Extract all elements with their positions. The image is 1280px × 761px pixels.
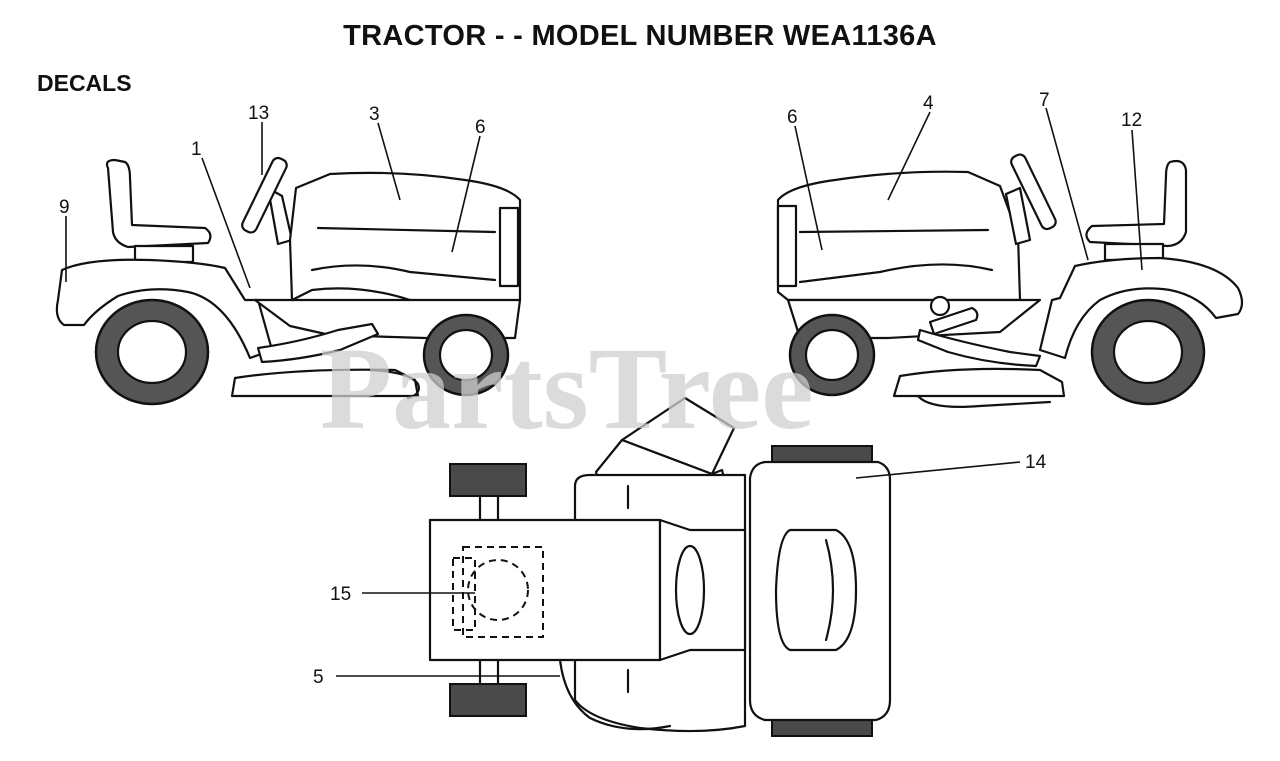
leader-7 xyxy=(1045,107,1089,261)
top-view-tractor xyxy=(428,396,892,737)
callout-12: 12 xyxy=(1121,110,1142,131)
right-hood-grille-line xyxy=(798,263,994,284)
callout-5: 5 xyxy=(313,667,324,688)
right-grille xyxy=(776,204,798,288)
right-seat xyxy=(1085,159,1188,248)
left-rear-fender xyxy=(55,258,274,360)
watermark-text: PartsTree xyxy=(320,323,814,454)
callout-6-right: 6 xyxy=(787,107,798,128)
left-front-rim xyxy=(438,328,494,382)
right-foot-pedal xyxy=(916,328,1042,368)
leader-6-right xyxy=(794,125,823,251)
right-steering-column xyxy=(1004,186,1032,246)
top-decal-outline-circle xyxy=(467,559,529,621)
top-discharge-curve xyxy=(558,658,672,731)
left-foot-pedal xyxy=(256,322,380,364)
top-front-axle-posts xyxy=(478,494,500,686)
right-hood-seam xyxy=(798,228,990,234)
callout-6-left: 6 xyxy=(475,117,486,138)
top-front-tire-upper xyxy=(449,463,527,497)
right-deck-chute xyxy=(916,394,1052,408)
left-seat xyxy=(105,158,212,249)
right-rear-fender xyxy=(1038,256,1244,360)
right-rear-rim xyxy=(1112,319,1184,385)
top-seat-cushion xyxy=(774,528,858,652)
callout-14: 14 xyxy=(1025,452,1047,473)
leader-6-left xyxy=(451,135,481,253)
left-hood-seam xyxy=(316,226,497,234)
left-deck-chute xyxy=(368,368,420,400)
left-rear-rim xyxy=(116,319,188,385)
top-front-tire-lower xyxy=(449,683,527,717)
leader-1 xyxy=(201,157,251,289)
callout-15: 15 xyxy=(330,584,351,605)
right-mower-deck xyxy=(892,367,1066,398)
callout-3: 3 xyxy=(369,104,380,125)
callout-7: 7 xyxy=(1039,90,1050,111)
callout-1: 1 xyxy=(191,139,202,160)
right-hood xyxy=(776,170,1022,302)
right-lever-knob xyxy=(929,295,951,317)
callout-13: 13 xyxy=(248,103,269,124)
top-seat-crease xyxy=(824,538,835,642)
section-heading: DECALS xyxy=(37,70,132,96)
page-title: TRACTOR - - MODEL NUMBER WEA1136A xyxy=(343,20,937,52)
leader-14 xyxy=(855,461,1021,479)
right-lift-lever xyxy=(928,306,979,336)
leader-3 xyxy=(377,122,401,201)
callout-9: 9 xyxy=(59,197,70,218)
callout-leaders xyxy=(65,107,1143,677)
top-steering-ellipse xyxy=(674,544,706,636)
right-steering-wheel xyxy=(1010,153,1057,231)
callout-numbers: 13 1 3 6 9 6 4 7 12 14 15 5 xyxy=(59,90,1142,688)
left-steering-wheel xyxy=(241,156,288,234)
right-side-tractor xyxy=(776,153,1244,408)
leader-12 xyxy=(1131,129,1143,271)
leader-4 xyxy=(887,111,931,201)
left-hood xyxy=(288,171,522,306)
top-decal-outline-square xyxy=(462,546,544,638)
left-grille xyxy=(498,206,520,288)
top-hood xyxy=(428,518,662,662)
left-hood-grille-line xyxy=(310,264,497,282)
callout-4: 4 xyxy=(923,93,934,114)
right-front-rim xyxy=(804,328,860,382)
